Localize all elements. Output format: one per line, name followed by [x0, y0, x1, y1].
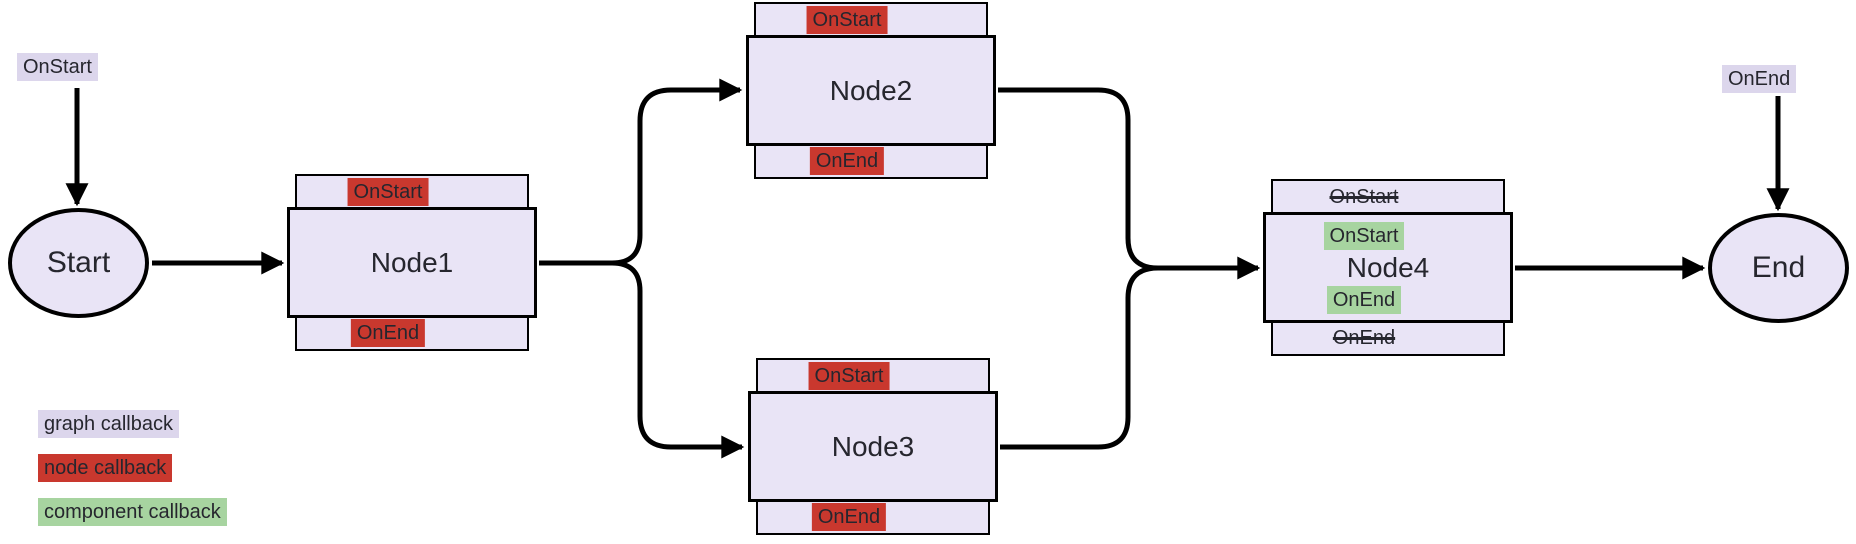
start-terminal: Start: [8, 208, 149, 318]
node2-title: Node2: [829, 74, 913, 106]
node1: OnStart OnEnd Node1: [287, 174, 537, 351]
edge-node1-to-node3: [539, 260, 745, 459]
node4: OnStart OnEnd OnStart Node4 OnEnd: [1263, 179, 1513, 356]
legend-graph-callback: graph callback: [38, 410, 179, 438]
node4-component-onstart-label: OnStart: [1323, 221, 1405, 250]
node3-onstart-label: OnStart: [808, 362, 890, 390]
node3: OnStart OnEnd Node3: [748, 358, 998, 535]
edge-node3-to-node4: [1000, 265, 1159, 450]
node2-onend-label: OnEnd: [809, 147, 885, 175]
node4-title: Node4: [1346, 251, 1430, 283]
graph-onend-label: OnEnd: [1722, 65, 1797, 93]
node3-title: Node3: [831, 430, 915, 462]
node4-box: OnStart Node4 OnEnd: [1263, 212, 1513, 323]
node1-title: Node1: [370, 246, 454, 278]
start-terminal-label: Start: [46, 246, 111, 279]
node4-disabled-onend-label: OnEnd: [1332, 327, 1396, 349]
node2-onstart-label: OnStart: [806, 6, 888, 34]
edge-node2-to-node4: [998, 87, 1261, 280]
node4-component-onend-label: OnEnd: [1326, 285, 1402, 314]
node1-box: Node1: [287, 207, 537, 318]
node3-onend-label: OnEnd: [811, 503, 887, 531]
node3-box: Node3: [748, 391, 998, 502]
legend: graph callback node callback component c…: [38, 410, 227, 526]
node1-onend-label: OnEnd: [350, 319, 426, 347]
node2: OnStart OnEnd Node2: [746, 2, 996, 179]
edge-node1-to-node2: [539, 78, 743, 266]
graph-onstart-label: OnStart: [17, 53, 98, 81]
end-terminal-label: End: [1751, 251, 1806, 284]
legend-component-callback: component callback: [38, 498, 227, 526]
legend-node-callback: node callback: [38, 454, 173, 482]
node4-disabled-onstart-label: OnStart: [1329, 186, 1399, 208]
end-terminal: End: [1708, 213, 1849, 323]
node2-box: Node2: [746, 35, 996, 146]
node1-onstart-label: OnStart: [347, 178, 429, 206]
